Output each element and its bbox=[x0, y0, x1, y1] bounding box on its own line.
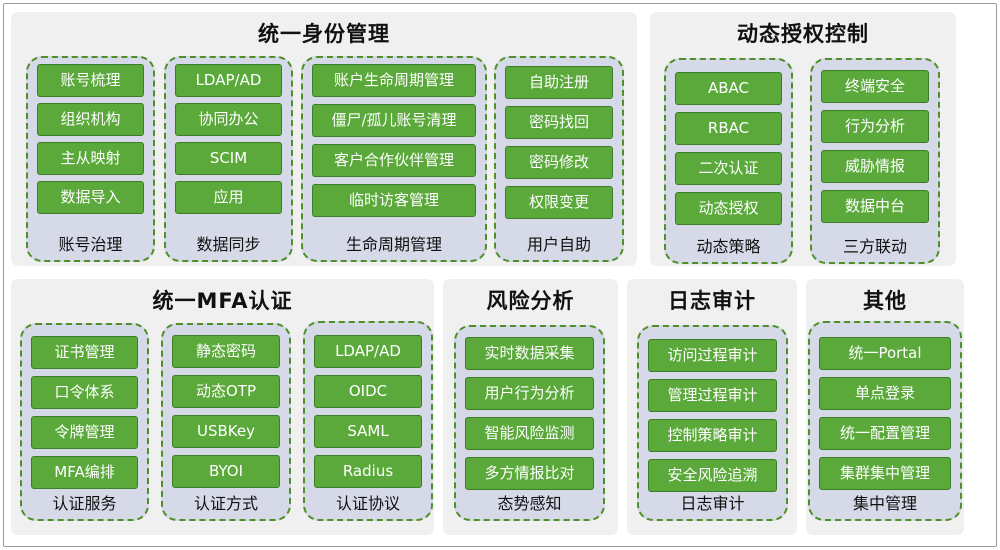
item-box: 动态OTP bbox=[172, 375, 280, 408]
group-label: 动态策略 bbox=[696, 237, 761, 256]
item-box: 实时数据采集 bbox=[465, 337, 594, 370]
section-title: 统一身份管理 bbox=[258, 22, 390, 46]
section-risk: 风险分析 实时数据采集 用户行为分析 智能风险监测 多方情报比对 态势感知 bbox=[443, 279, 618, 535]
item-box: 多方情报比对 bbox=[465, 457, 594, 490]
item-box: 集群集中管理 bbox=[819, 457, 951, 490]
section-other: 其他 统一Portal 单点登录 统一配置管理 集群集中管理 集中管理 bbox=[806, 279, 964, 535]
item-box: 组织机构 bbox=[37, 103, 144, 136]
group-label: 数据同步 bbox=[196, 235, 261, 254]
group-label: 生命周期管理 bbox=[345, 235, 442, 254]
item-box: 智能风险监测 bbox=[465, 417, 594, 450]
section-authz: 动态授权控制 ABAC RBAC 二次认证 动态授权 动态策略 终端安全 行为分… bbox=[650, 12, 956, 266]
item-box: 应用 bbox=[175, 181, 282, 214]
item-box: SAML bbox=[314, 415, 422, 448]
group-label: 用户自助 bbox=[526, 235, 591, 254]
section-identity: 统一身份管理 账号梳理 组织机构 主从映射 数据导入 账号治理 LDAP/AD … bbox=[11, 12, 637, 266]
section-title: 统一MFA认证 bbox=[152, 289, 293, 313]
item-box: 统一Portal bbox=[819, 337, 951, 370]
item-box: 安全风险追溯 bbox=[648, 459, 777, 492]
item-box: 令牌管理 bbox=[31, 416, 138, 449]
group-auth-method: 静态密码 动态OTP USBKey BYOI 认证方式 bbox=[161, 323, 291, 521]
group-label: 三方联动 bbox=[842, 237, 907, 256]
item-box: ABAC bbox=[675, 72, 782, 105]
section-title: 动态授权控制 bbox=[737, 22, 869, 46]
group-auth-service: 证书管理 口令体系 令牌管理 MFA编排 认证服务 bbox=[20, 323, 149, 521]
group-auth-protocol: LDAP/AD OIDC SAML Radius 认证协议 bbox=[303, 321, 433, 521]
group-label: 日志审计 bbox=[680, 494, 745, 513]
item-box: 单点登录 bbox=[819, 377, 951, 410]
item-box: 协同办公 bbox=[175, 103, 282, 136]
group-label: 账号治理 bbox=[58, 235, 123, 254]
item-box: 数据中台 bbox=[821, 190, 929, 223]
group-central-management: 统一Portal 单点登录 统一配置管理 集群集中管理 集中管理 bbox=[808, 321, 962, 521]
group-label: 态势感知 bbox=[497, 494, 562, 513]
item-box: RBAC bbox=[675, 112, 782, 145]
item-box: 口令体系 bbox=[31, 376, 138, 409]
item-box: 二次认证 bbox=[675, 152, 782, 185]
item-box: 控制策略审计 bbox=[648, 419, 777, 452]
group-situation-awareness: 实时数据采集 用户行为分析 智能风险监测 多方情报比对 态势感知 bbox=[454, 325, 605, 521]
group-account-governance: 账号梳理 组织机构 主从映射 数据导入 账号治理 bbox=[26, 56, 155, 262]
item-box: BYOI bbox=[172, 455, 280, 488]
group-dynamic-policy: ABAC RBAC 二次认证 动态授权 动态策略 bbox=[664, 58, 793, 264]
item-box: 账号梳理 bbox=[37, 64, 144, 97]
section-title: 风险分析 bbox=[486, 289, 575, 313]
item-box: USBKey bbox=[172, 415, 280, 448]
item-box: 权限变更 bbox=[505, 186, 613, 219]
group-lifecycle: 账户生命周期管理 僵尸/孤儿账号清理 客户合作伙伴管理 临时访客管理 生命周期管… bbox=[301, 56, 487, 262]
item-box: 证书管理 bbox=[31, 336, 138, 369]
item-box: 密码找回 bbox=[505, 106, 613, 139]
item-box: MFA编排 bbox=[31, 456, 138, 489]
item-box: 临时访客管理 bbox=[312, 184, 476, 217]
section-audit: 日志审计 访问过程审计 管理过程审计 控制策略审计 安全风险追溯 日志审计 bbox=[627, 279, 797, 535]
group-third-party: 终端安全 行为分析 威胁情报 数据中台 三方联动 bbox=[810, 58, 940, 264]
item-box: 行为分析 bbox=[821, 110, 929, 143]
group-label: 认证协议 bbox=[335, 494, 400, 513]
group-data-sync: LDAP/AD 协同办公 SCIM 应用 数据同步 bbox=[164, 56, 293, 262]
item-box: 密码修改 bbox=[505, 146, 613, 179]
item-box: 僵尸/孤儿账号清理 bbox=[312, 104, 476, 137]
item-box: OIDC bbox=[314, 375, 422, 408]
item-box: 管理过程审计 bbox=[648, 379, 777, 412]
item-box: 数据导入 bbox=[37, 181, 144, 214]
item-box: 主从映射 bbox=[37, 142, 144, 175]
item-box: 静态密码 bbox=[172, 335, 280, 368]
item-box: 客户合作伙伴管理 bbox=[312, 144, 476, 177]
section-title: 日志审计 bbox=[668, 289, 756, 313]
item-box: 动态授权 bbox=[675, 192, 782, 225]
group-label: 认证方式 bbox=[193, 494, 258, 513]
item-box: Radius bbox=[314, 455, 422, 488]
item-box: 统一配置管理 bbox=[819, 417, 951, 450]
group-self-service: 自助注册 密码找回 密码修改 权限变更 用户自助 bbox=[494, 56, 624, 262]
section-title: 其他 bbox=[863, 289, 907, 313]
group-label: 认证服务 bbox=[52, 494, 117, 513]
item-box: LDAP/AD bbox=[314, 335, 422, 368]
item-box: SCIM bbox=[175, 142, 282, 175]
item-box: 终端安全 bbox=[821, 70, 929, 103]
item-box: 威胁情报 bbox=[821, 150, 929, 183]
item-box: 自助注册 bbox=[505, 66, 613, 99]
item-box: 访问过程审计 bbox=[648, 339, 777, 372]
item-box: 用户行为分析 bbox=[465, 377, 594, 410]
item-box: LDAP/AD bbox=[175, 64, 282, 97]
group-log-audit: 访问过程审计 管理过程审计 控制策略审计 安全风险追溯 日志审计 bbox=[637, 325, 788, 521]
item-box: 账户生命周期管理 bbox=[312, 64, 476, 97]
section-mfa: 统一MFA认证 证书管理 口令体系 令牌管理 MFA编排 认证服务 静态密码 动… bbox=[11, 279, 434, 535]
group-label: 集中管理 bbox=[852, 494, 917, 513]
